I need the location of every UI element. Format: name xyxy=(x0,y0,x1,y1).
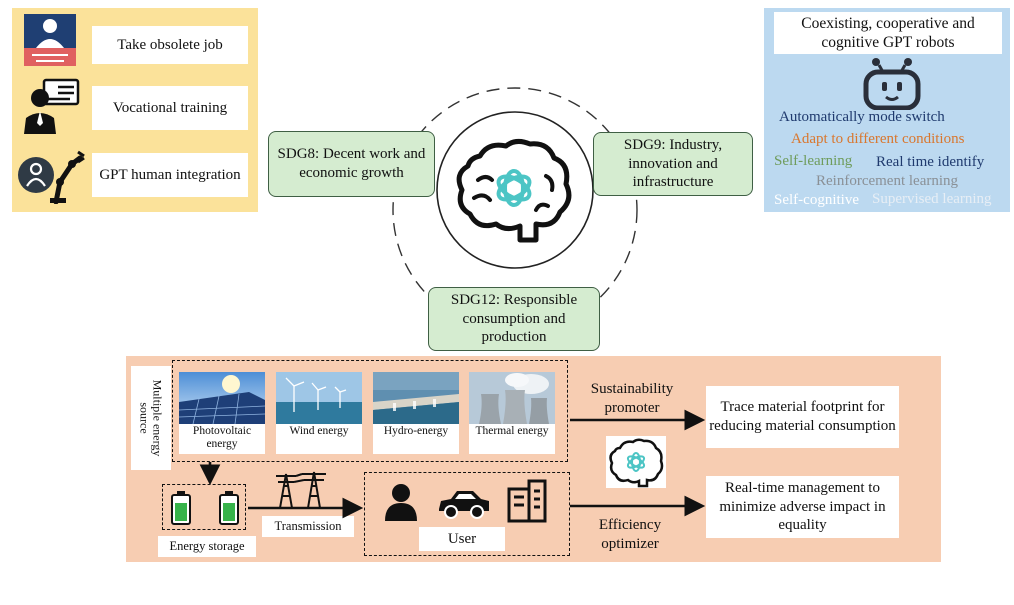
sdg9-box: SDG9: Industry, innovation and infrastru… xyxy=(593,132,753,196)
solar-panel-photo xyxy=(179,372,265,424)
sustainability-promoter-label: Sustainability promoter xyxy=(590,381,674,416)
cooling-tower-photo xyxy=(469,372,555,424)
battery-icon xyxy=(219,491,239,525)
building-icon xyxy=(507,479,547,523)
battery-icon xyxy=(171,491,191,525)
feature-reinforcement-learning: Reinforcement learning xyxy=(816,173,959,189)
vocational-training-box: Vocational training xyxy=(92,86,248,130)
presenter-at-podium-icon xyxy=(24,14,76,66)
robot-head-icon xyxy=(863,58,921,110)
realtime-management-box: Real-time management to minimize adverse… xyxy=(706,476,899,538)
sdg12-box: SDG12: Responsible consumption and produ… xyxy=(428,287,600,351)
person-icon xyxy=(385,484,417,521)
thermal-card: Thermal energy xyxy=(469,372,555,454)
feature-real-time-identify: Real time identify xyxy=(876,154,985,170)
ai-brain-small-icon xyxy=(606,436,666,488)
feature-self-learning: Self-learning xyxy=(774,153,853,169)
energy-sources-group: Photovoltaic energy Wind energy xyxy=(172,360,568,462)
photovoltaic-card: Photovoltaic energy xyxy=(179,372,265,454)
multiple-energy-source-label: Multiple energy source xyxy=(131,366,171,470)
user-label: User xyxy=(419,527,505,551)
car-icon xyxy=(439,491,489,519)
wind-turbine-photo xyxy=(276,372,362,424)
wind-card: Wind energy xyxy=(276,372,362,454)
dam-photo xyxy=(373,372,459,424)
energy-storage-label: Energy storage xyxy=(158,536,256,557)
energy-storage-group xyxy=(162,484,246,530)
trace-material-box: Trace material footprint for reducing ma… xyxy=(706,386,899,448)
gpt-robot-panel: Coexisting, cooperative and cognitive GP… xyxy=(764,8,1010,212)
energy-system-panel: Multiple energy source Photovoltaic ener… xyxy=(126,356,941,562)
feature-self-cognitive: Self-cognitive xyxy=(774,192,859,208)
sdg8-box: SDG8: Decent work and economic growth xyxy=(268,131,435,197)
feature-mode-switch: Automatically mode switch xyxy=(779,109,945,125)
robot-panel-title: Coexisting, cooperative and cognitive GP… xyxy=(774,12,1002,54)
human-and-robot-arm-icon xyxy=(18,150,85,204)
take-obsolete-job-box: Take obsolete job xyxy=(92,26,248,64)
feature-supervised-learning: Supervised learning xyxy=(872,191,992,207)
person-with-presentation-board-icon xyxy=(24,78,80,134)
efficiency-optimizer-label: Efficiency optimizer xyxy=(598,517,662,552)
transmission-label: Transmission xyxy=(262,516,354,537)
gpt-human-integration-box: GPT human integration xyxy=(92,153,248,197)
hydro-card: Hydro-energy xyxy=(373,372,459,454)
transmission-tower-icon xyxy=(276,471,326,508)
ai-brain-icon xyxy=(456,138,572,243)
job-impact-panel: Take obsolete job Vocational training GP… xyxy=(12,8,258,212)
user-group: User xyxy=(364,472,570,556)
feature-adapt-conditions: Adapt to different conditions xyxy=(791,131,965,147)
